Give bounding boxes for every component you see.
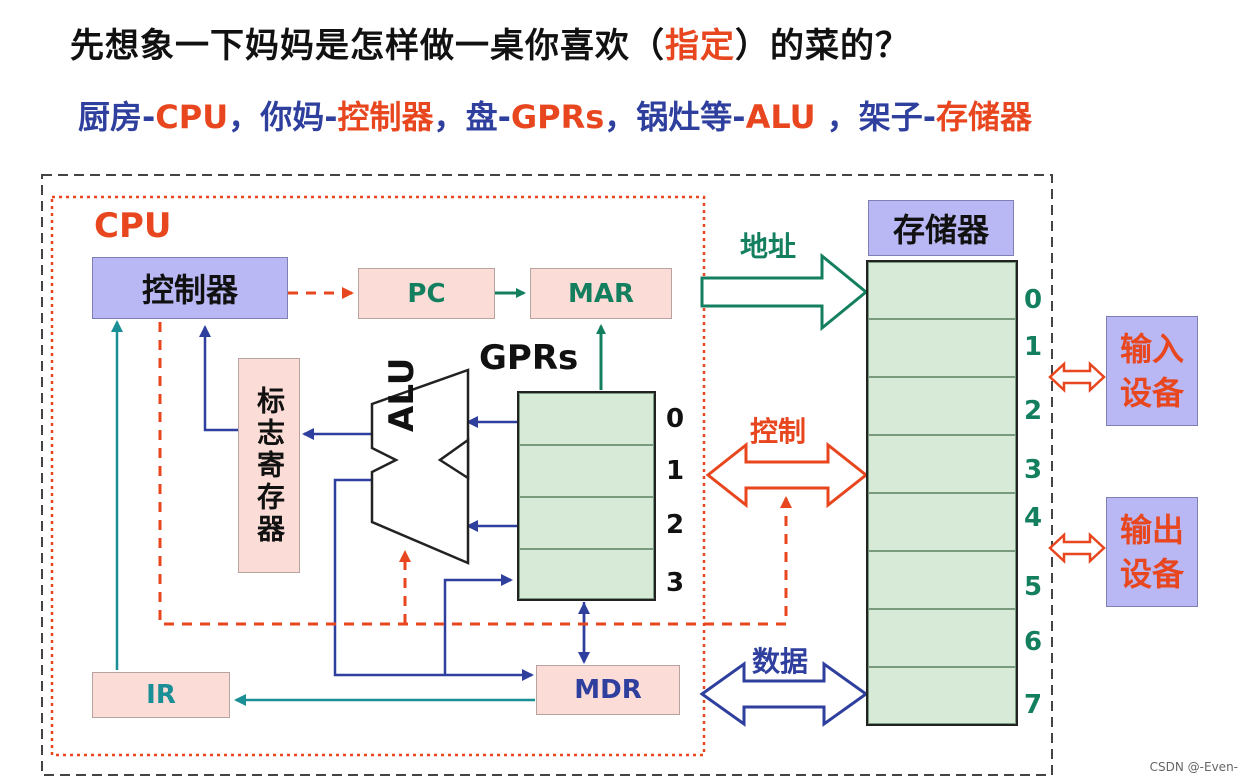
analogy-mom: 你妈- [260, 98, 338, 136]
memory-index: 5 [1024, 572, 1043, 602]
memory-index: 7 [1024, 690, 1043, 720]
memory-index: 6 [1024, 627, 1043, 657]
gprs-block [517, 391, 656, 601]
analogy-line: 厨房-CPU，你妈-控制器，盘-GPRs，锅灶等-ALU ，架子-存储器 [78, 92, 1032, 138]
address-bus-label: 地址 [740, 230, 797, 263]
system-border [41, 174, 1053, 776]
analogy-sep-2: ， [433, 98, 466, 136]
cpu-label: CPU [94, 206, 172, 246]
analogy-sep-3: ， [604, 98, 637, 136]
memory-title: 存储器 [868, 200, 1014, 256]
title-part1: 先想象一下妈妈是怎样做一桌你喜欢（ [70, 26, 665, 66]
mdr-register: MDR [536, 665, 680, 715]
analogy-plate: 盘- [465, 98, 511, 136]
title-part2: ）的菜的？ [735, 26, 910, 66]
memory-index: 0 [1024, 285, 1043, 315]
memory-cell [868, 551, 1016, 609]
gpr-cell [519, 549, 654, 599]
page-title: 先想象一下妈妈是怎样做一桌你喜欢（指定）的菜的？ [70, 18, 910, 67]
memory-cell [868, 377, 1016, 435]
analogy-cpu: CPU [155, 98, 229, 136]
watermark: CSDN @-Even- [1149, 760, 1238, 774]
analogy-alu: ALU [745, 98, 816, 136]
ir-register: IR [92, 672, 230, 718]
title-highlight: 指定 [665, 26, 735, 66]
analogy-sep-1: ， [228, 98, 261, 136]
input-io-arrow [1048, 361, 1106, 393]
control-bus-label: 控制 [750, 415, 807, 448]
input-device: 输入设备 [1106, 316, 1198, 426]
memory-block [866, 260, 1018, 726]
mar-register: MAR [530, 268, 672, 319]
data-bus-label: 数据 [752, 645, 809, 678]
control-bus-arrow [705, 441, 869, 509]
flags-register: 标志寄存器 [238, 358, 300, 573]
gprs-label: GPRs [479, 338, 579, 378]
memory-cell [868, 493, 1016, 551]
address-bus-arrow [700, 252, 869, 332]
analogy-gprs: GPRs [510, 98, 605, 136]
memory-index: 3 [1024, 455, 1043, 485]
analogy-kitchen: 厨房- [78, 98, 156, 136]
analogy-shelf: 架子- [858, 98, 937, 136]
gpr-index: 1 [666, 456, 685, 486]
alu-shape [370, 368, 470, 565]
alu-label: ALU [382, 357, 422, 432]
analogy-stove: 锅灶等- [636, 98, 746, 136]
gpr-cell [519, 497, 654, 549]
gpr-index: 2 [666, 510, 685, 540]
analogy-memory: 存储器 [936, 98, 1033, 136]
analogy-sep-4: ， [815, 98, 859, 136]
pc-register: PC [358, 268, 495, 319]
memory-index: 2 [1024, 396, 1043, 426]
output-device: 输出设备 [1106, 497, 1198, 607]
memory-index: 1 [1024, 332, 1043, 362]
gpr-cell [519, 445, 654, 497]
memory-cell [868, 435, 1016, 493]
analogy-controller: 控制器 [337, 98, 434, 136]
controller-block: 控制器 [92, 257, 288, 319]
memory-cell [868, 667, 1016, 724]
cpu-border [50, 195, 706, 757]
memory-index: 4 [1024, 503, 1043, 533]
gpr-cell [519, 393, 654, 445]
memory-cell [868, 262, 1016, 319]
gpr-index: 3 [666, 568, 685, 598]
output-io-arrow [1048, 532, 1106, 564]
memory-cell [868, 609, 1016, 667]
memory-cell [868, 319, 1016, 377]
gpr-index: 0 [666, 404, 685, 434]
